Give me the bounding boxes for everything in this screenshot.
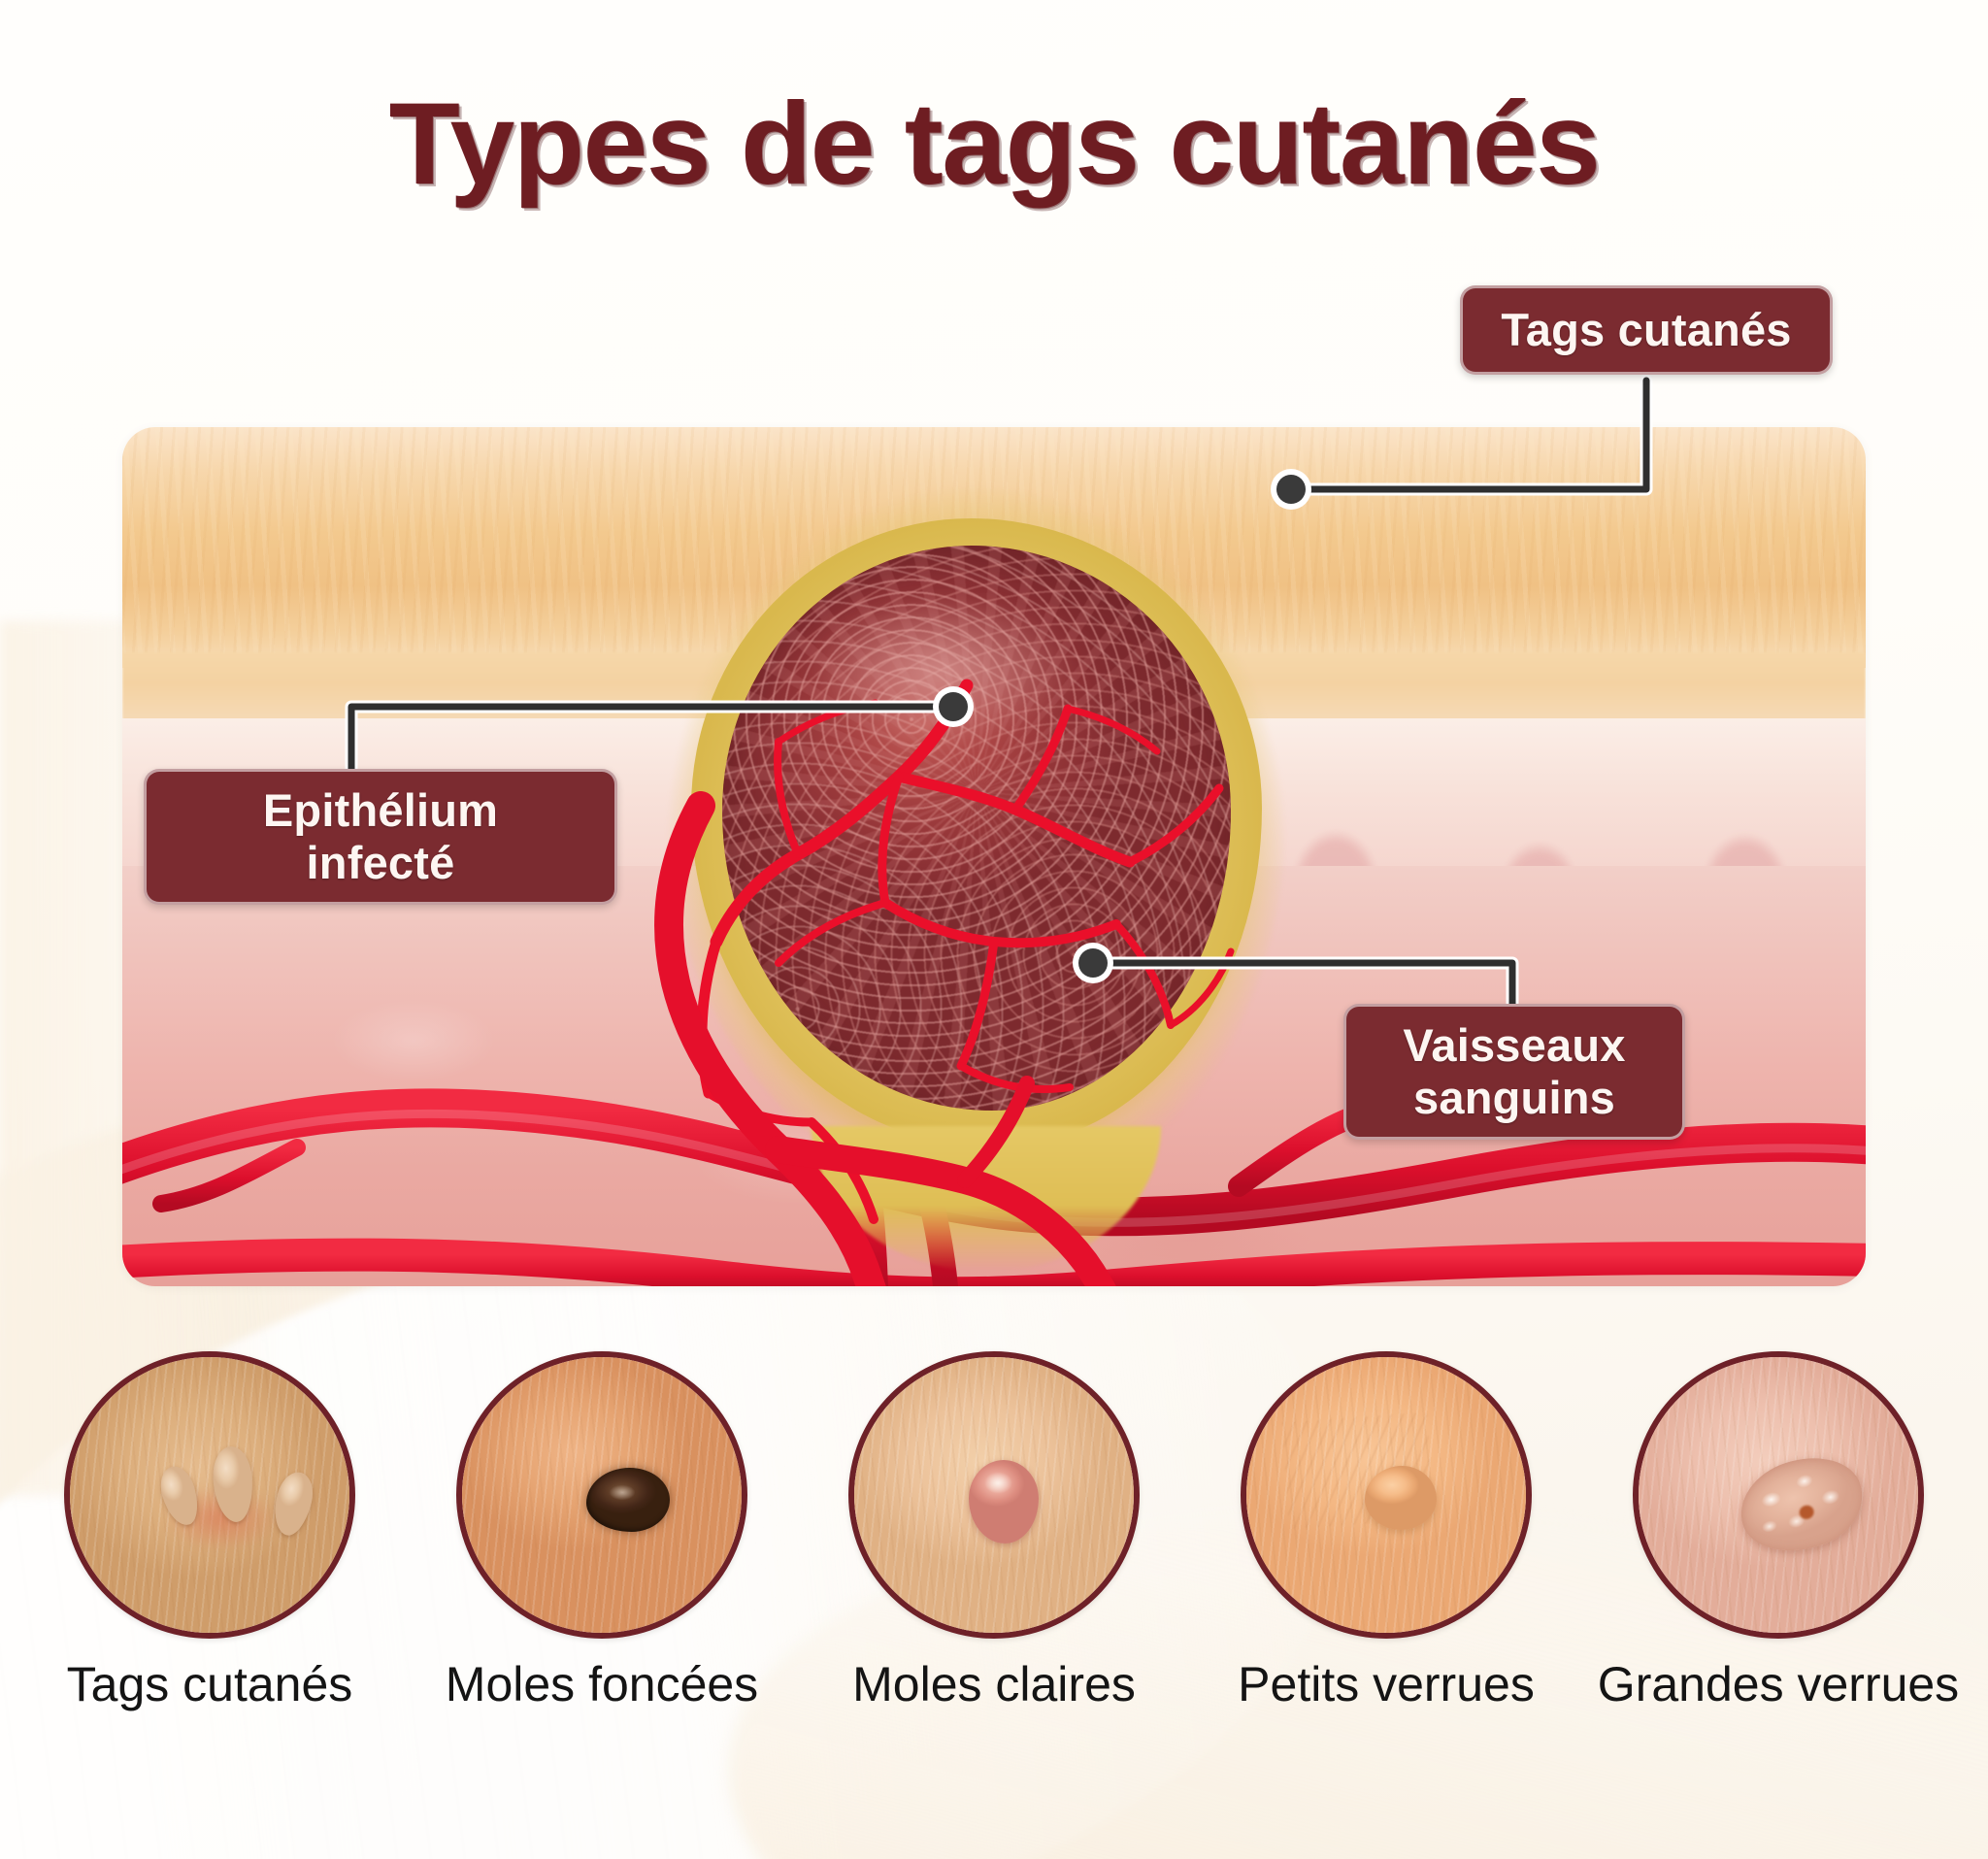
callout-label-text: Epithélium infecté [263, 784, 498, 888]
callout-label-line-2: infecté [306, 837, 455, 888]
callout-label-epithelium-infecte[interactable]: Epithélium infecté [144, 769, 617, 905]
gallery-item-moles-claires[interactable]: Moles claires [805, 1351, 1183, 1759]
callout-label-vaisseaux-sanguins[interactable]: Vaisseaux sanguins [1343, 1004, 1685, 1140]
gallery-caption: Moles foncées [445, 1657, 759, 1711]
gallery-item-moles-foncees[interactable]: Moles foncées [413, 1351, 791, 1759]
callout-label-line-1: Vaisseaux [1403, 1019, 1626, 1072]
gallery-caption: Petits verrues [1238, 1657, 1535, 1711]
gallery-caption: Tags cutanés [66, 1657, 353, 1711]
dark-mole-photo[interactable] [456, 1351, 747, 1639]
light-mole-lesion [969, 1460, 1039, 1544]
infected-epithelium-lesion [654, 485, 1287, 1286]
light-mole-photo[interactable] [848, 1351, 1140, 1639]
skin-tag-types-gallery: Tags cutanés Moles foncées Moles claires [0, 1351, 1988, 1759]
callout-label-line-1: Epithélium [262, 784, 499, 837]
callout-label-line-2: sanguins [1413, 1072, 1615, 1123]
skin-tags-photo[interactable] [64, 1351, 355, 1639]
dark-mole-lesion [586, 1468, 670, 1532]
small-wart-photo[interactable] [1241, 1351, 1532, 1639]
gallery-item-tags-cutanes[interactable]: Tags cutanés [20, 1351, 399, 1759]
gallery-caption: Grandes verrues [1597, 1657, 1960, 1711]
gallery-item-grandes-verrues[interactable]: Grandes verrues [1589, 1351, 1968, 1759]
large-wart-photo[interactable] [1633, 1351, 1924, 1639]
lesion-capillaries [654, 679, 1235, 1286]
small-wart-lesion [1365, 1466, 1437, 1530]
callout-label-text: Vaisseaux sanguins [1403, 1019, 1625, 1123]
callout-label-text: Tags cutanés [1501, 304, 1792, 356]
gallery-item-petits-verrues[interactable]: Petits verrues [1197, 1351, 1575, 1759]
callout-label-tags-cutanes[interactable]: Tags cutanés [1460, 285, 1833, 375]
gallery-caption: Moles claires [852, 1657, 1136, 1711]
page-title: Types de tags cutanés [388, 79, 1601, 209]
